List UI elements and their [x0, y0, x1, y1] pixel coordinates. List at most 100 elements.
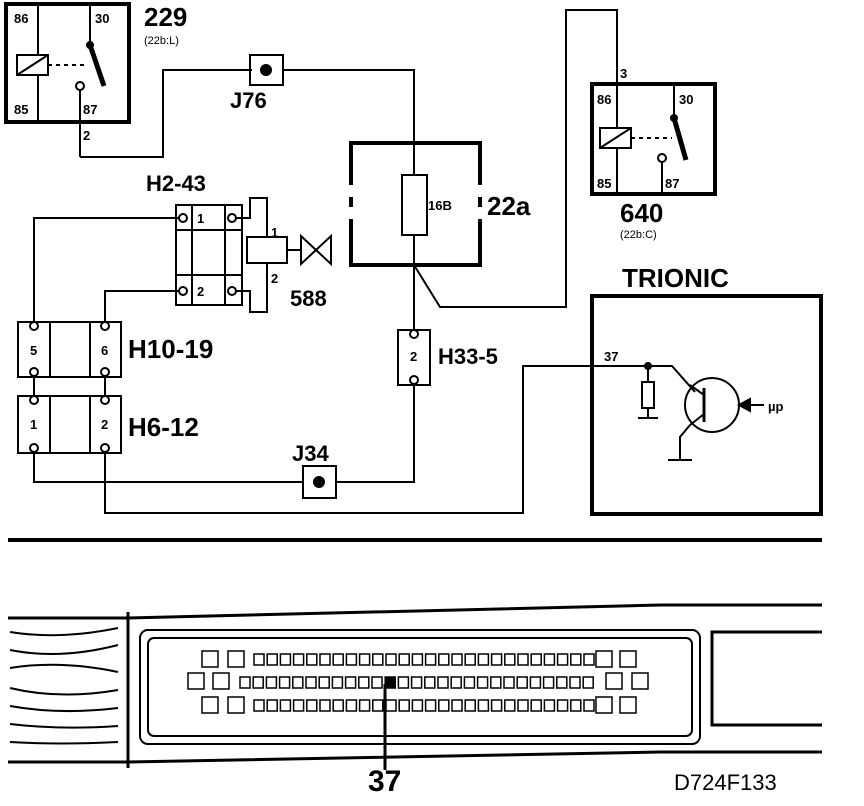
connector-h2-43	[175, 204, 243, 306]
ecu-pin-large	[619, 696, 637, 714]
ecu-pin	[292, 699, 305, 712]
h10-19-label: H10-19	[128, 334, 213, 364]
ecu-pin	[319, 699, 331, 712]
ecu-pin	[450, 676, 462, 689]
relay-640-pin-85: 85	[597, 176, 611, 191]
h6-12-pin-2: 2	[101, 417, 108, 432]
h2-43-pin-2: 2	[197, 284, 204, 299]
ecu-pin	[253, 653, 265, 666]
connector-h10-19	[17, 321, 122, 378]
ecu-pin	[345, 653, 358, 666]
h6-12-pin-1: 1	[30, 417, 37, 432]
ecu-pin	[543, 653, 556, 666]
ecu-pin	[529, 676, 542, 689]
ecu-pin-large	[631, 672, 649, 690]
ecu-pin	[530, 653, 542, 666]
ecu-pin	[385, 699, 397, 712]
h33-5-label: H33-5	[438, 344, 498, 369]
ecu-pin	[503, 676, 515, 689]
ecu-pin	[490, 676, 502, 689]
ecu-pin	[517, 653, 529, 666]
fuse-box-22a	[348, 141, 483, 267]
ecu-pin	[490, 699, 503, 712]
relay-640-in-pin: 3	[620, 66, 627, 81]
relay-640	[590, 82, 717, 196]
relay-229-pin-30: 30	[95, 11, 109, 26]
valve-588-pin-2: 2	[271, 271, 278, 286]
ecu-pin	[397, 676, 410, 689]
ecu-pin	[385, 653, 397, 666]
ecu-pin	[516, 676, 528, 689]
ecu-pin	[424, 699, 437, 712]
ecu-pin	[278, 676, 291, 689]
j34-label: J34	[292, 441, 329, 466]
ecu-pin	[253, 699, 265, 712]
ecu-pin-large	[605, 672, 623, 690]
ecu-pin	[358, 676, 370, 689]
ecu-pin	[305, 676, 317, 689]
ecu-pin	[266, 653, 278, 666]
ecu-pin	[358, 653, 371, 666]
ecu-pin	[344, 676, 357, 689]
ecu-pin	[239, 676, 251, 689]
relay-229-sub: (22b:L)	[144, 35, 179, 47]
ecu-pin	[477, 653, 490, 666]
ecu-pin	[530, 699, 542, 712]
ecu-pin	[371, 676, 383, 689]
ecu-pin	[464, 653, 476, 666]
relay-640-sub: (22b:C)	[620, 229, 657, 241]
h10-19-pin-5: 5	[30, 343, 37, 358]
ecu-pin	[292, 676, 304, 689]
relay-229-pin-85: 85	[14, 102, 28, 117]
junction-j34	[302, 465, 337, 499]
h2-43-pin-1: 1	[197, 211, 204, 226]
ecu-pin	[410, 676, 423, 689]
ecu-pin	[437, 676, 449, 689]
relay-229	[4, 2, 131, 157]
ecu-pin-large	[201, 696, 219, 714]
relay-640-pin-86: 86	[597, 92, 611, 107]
ecu-pin	[476, 676, 489, 689]
ecu-pin	[438, 699, 450, 712]
connector-h6-12	[17, 395, 122, 454]
h2-43-label: H2-43	[146, 171, 206, 196]
ecu-pin-large	[595, 696, 613, 714]
ecu-pin	[358, 699, 371, 712]
ecu-pin	[556, 676, 568, 689]
ecu-pin	[477, 699, 490, 712]
ecu-pin-large	[227, 650, 245, 668]
ecu-pin	[252, 676, 264, 689]
ecu-pin-large	[595, 650, 613, 668]
ecu-pin	[556, 653, 569, 666]
ecu-pin	[398, 699, 410, 712]
ecu-pin	[570, 653, 582, 666]
ecu-pin	[542, 676, 555, 689]
relay-229-out-pin: 2	[83, 128, 90, 143]
trionic-title: TRIONIC	[622, 263, 729, 293]
ecu-pin	[451, 699, 463, 712]
ecu-pin	[582, 676, 594, 689]
relay-229-pin-86: 86	[14, 11, 28, 26]
ecu-pin	[490, 653, 503, 666]
ecu-pin	[556, 699, 569, 712]
ecu-pin	[543, 699, 556, 712]
valve-588	[246, 233, 332, 267]
ecu-pin-callout: 37	[368, 765, 401, 798]
ecu-pin	[411, 653, 424, 666]
ecu-pin	[569, 676, 581, 689]
ecu-pin	[398, 653, 410, 666]
ecu-pin-large	[212, 672, 230, 690]
ecu-pin	[306, 699, 318, 712]
ecu-pin	[332, 653, 344, 666]
h33-5-pin: 2	[410, 349, 417, 364]
ecu-pin-large	[187, 672, 205, 690]
ecu-pin	[345, 699, 358, 712]
ecu-pin	[319, 653, 331, 666]
relay-640-id: 640	[620, 198, 663, 228]
ecu-pin	[279, 653, 292, 666]
relay-640-pin-30: 30	[679, 92, 693, 107]
ecu-pin-large	[227, 696, 245, 714]
ecu-pin-large	[201, 650, 219, 668]
